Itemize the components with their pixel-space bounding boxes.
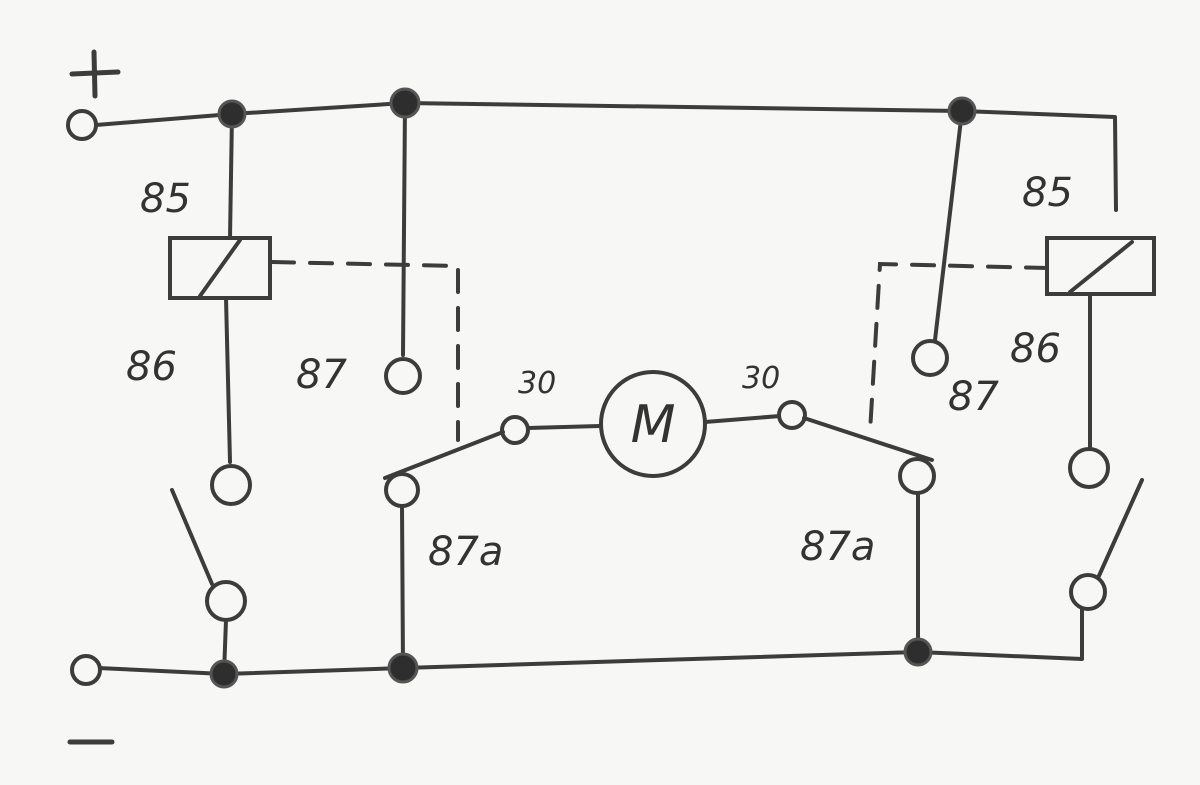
right-pushbutton-switch[interactable]	[1096, 478, 1144, 580]
positive-rail	[94, 101, 1118, 212]
negative-supply-terminal[interactable]	[70, 654, 102, 686]
left-coil-feed	[228, 112, 234, 240]
left-coil-pin-86-label: 86	[126, 344, 177, 390]
junction-bottom-left-switch	[209, 659, 239, 689]
left-coil-86-wire	[224, 296, 232, 464]
right-coil-pin-85-label: 85	[1022, 170, 1073, 216]
left-switch-lower-terminal[interactable]	[205, 580, 247, 622]
right-coil-slash	[1068, 240, 1134, 294]
junction-bottom-left-87a	[387, 652, 419, 684]
left-coil-slash	[198, 238, 242, 298]
left-87-terminal[interactable]	[384, 357, 422, 395]
left-pushbutton-switch[interactable]	[170, 488, 214, 586]
left-87a-label: 87a	[428, 529, 503, 575]
motor-label: M	[631, 395, 676, 455]
junction-top-left-coil	[217, 99, 247, 129]
right-coil-pin-86-label: 86	[1010, 326, 1061, 372]
right-87-label: 87	[948, 374, 999, 420]
right-30-label: 30	[742, 361, 780, 396]
motor-wire-left	[526, 424, 602, 430]
left-87a-to-ground	[400, 504, 405, 670]
junction-top-right	[947, 96, 977, 126]
left-relay-contact-arm	[383, 430, 505, 480]
right-87-wire	[933, 109, 964, 342]
right-87a-label: 87a	[800, 524, 875, 570]
left-87-wire	[401, 101, 407, 357]
right-relay-contact-arm	[802, 416, 934, 462]
right-30-terminal[interactable]	[777, 400, 807, 430]
motor-circle	[599, 370, 707, 478]
left-87a-terminal[interactable]	[384, 472, 420, 508]
plus-sign	[69, 49, 121, 99]
negative-rail	[96, 608, 1084, 676]
right-relay-mechanical-link	[868, 261, 1050, 434]
left-switch-upper-terminal[interactable]	[210, 464, 252, 506]
junction-bottom-right-87a	[903, 637, 933, 667]
right-87-terminal[interactable]	[911, 339, 949, 377]
left-87-label: 87	[296, 352, 347, 398]
right-87a-terminal[interactable]	[898, 457, 936, 495]
right-switch-upper-terminal[interactable]	[1068, 447, 1110, 489]
left-relay-mechanical-link	[270, 260, 460, 442]
positive-supply-terminal[interactable]	[66, 109, 98, 141]
junction-top-left-87	[389, 87, 421, 119]
motor-wire-right	[703, 414, 782, 424]
left-30-terminal[interactable]	[500, 415, 530, 445]
left-30-label: 30	[518, 366, 556, 401]
right-switch-lower-terminal[interactable]	[1069, 573, 1107, 611]
left-coil-pin-85-label: 85	[140, 176, 191, 222]
